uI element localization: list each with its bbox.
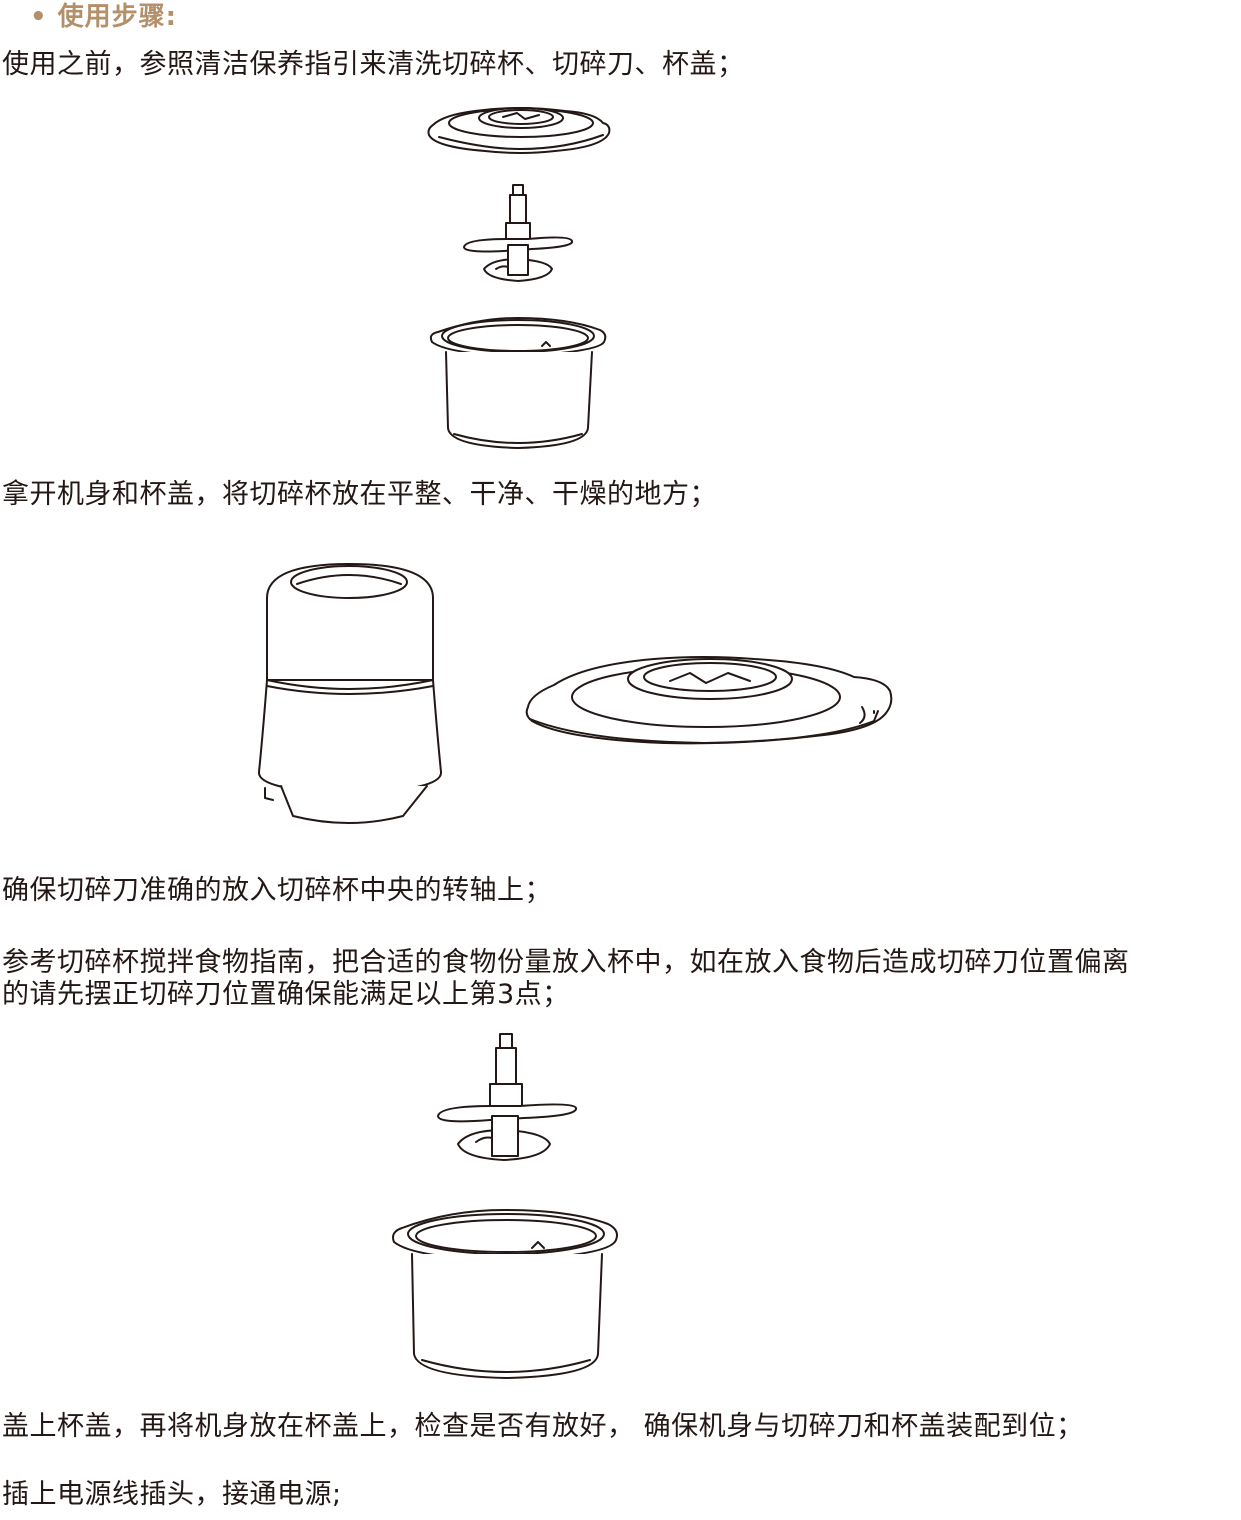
lid-illustration	[425, 103, 615, 159]
motor-body-illustration	[253, 562, 445, 832]
lid-large-illustration	[524, 655, 896, 747]
blade-illustration	[462, 183, 574, 287]
step-2-text: 拿开机身和杯盖，将切碎杯放在平整、干净、干燥的地方；	[2, 479, 717, 510]
blade-illustration-2	[436, 1032, 578, 1166]
step-5-text: 盖上杯盖，再将机身放在杯盖上，检查是否有放好， 确保机身与切碎刀和杯盖装配到位；	[2, 1411, 1084, 1442]
section-heading: • 使用步骤:	[30, 2, 178, 32]
step-3-text: 确保切碎刀准确的放入切碎杯中央的转轴上；	[2, 875, 552, 906]
step-4-text-line1: 参考切碎杯搅拌食物指南，把合适的食物份量放入杯中，如在放入食物后造成切碎刀位置偏…	[2, 947, 1130, 978]
step-1-text: 使用之前，参照清洁保养指引来清洗切碎杯、切碎刀、杯盖；	[2, 49, 745, 80]
bowl-illustration	[428, 316, 610, 456]
bowl-illustration-2	[390, 1208, 622, 1384]
step-6-text: 插上电源线插头，接通电源;	[2, 1479, 342, 1510]
step-4-text-line2: 的请先摆正切碎刀位置确保能满足以上第3点；	[2, 979, 570, 1010]
